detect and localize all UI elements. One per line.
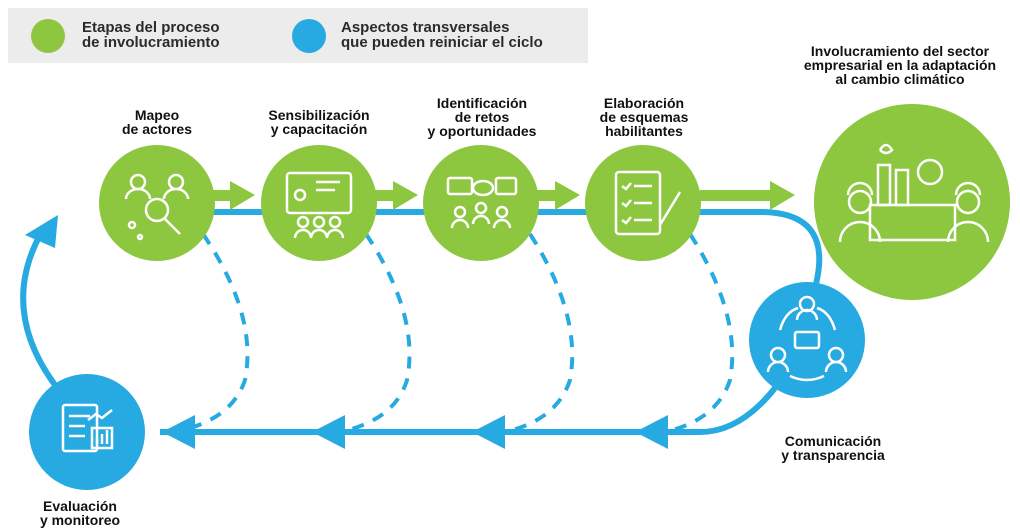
legend-transversal-swatch [292,19,326,53]
communication-cycle-icon [766,295,848,382]
stage-circle-2 [261,145,377,261]
stage-arrow-2-shaft [375,190,393,201]
stage-arrow-3-head [555,181,580,210]
stage-circle-4 [585,145,701,261]
evaluation-return-arc [20,233,58,387]
industry-workers-icon [838,143,990,243]
legend-transversal-label: Aspectos transversales que pueden reinic… [341,19,543,51]
legend-stages-label: Etapas del proceso de involucramiento [82,19,220,51]
stage-arrow-3-shaft [537,190,555,201]
transversal-main-line [150,209,823,299]
dashed-return-3 [504,232,575,434]
bottom-arrowhead-3 [472,415,505,449]
stage-arrow-1-shaft [212,190,230,201]
discussion-icon [446,176,518,229]
transversal-bottom-line [160,386,778,435]
stage-arrow-1-head [230,181,255,210]
people-search-icon [124,173,190,241]
evaluation-circle [29,374,145,490]
communication-circle [749,282,865,398]
bottom-arrowhead-4 [635,415,668,449]
legend: Etapas del proceso de involucramiento As… [8,8,588,63]
dashed-return-4 [664,232,735,434]
evaluation-return-arrowhead [25,215,58,248]
stage-arrow-4-head [770,181,795,210]
stage-arrow-2-head [393,181,418,210]
bottom-arrowhead-2 [312,415,345,449]
stage-circle-3 [423,145,539,261]
presentation-icon [285,171,353,239]
legend-stages-swatch [31,19,65,53]
dashed-return-1 [174,232,250,434]
bottom-arrowhead-1 [162,415,195,449]
dashed-return-2 [339,232,412,434]
goal-circle [814,104,1010,300]
checklist-icon [614,170,682,236]
report-chart-icon [61,403,114,453]
stage-arrow-4-shaft [700,190,772,201]
stage-circle-1 [99,145,215,261]
